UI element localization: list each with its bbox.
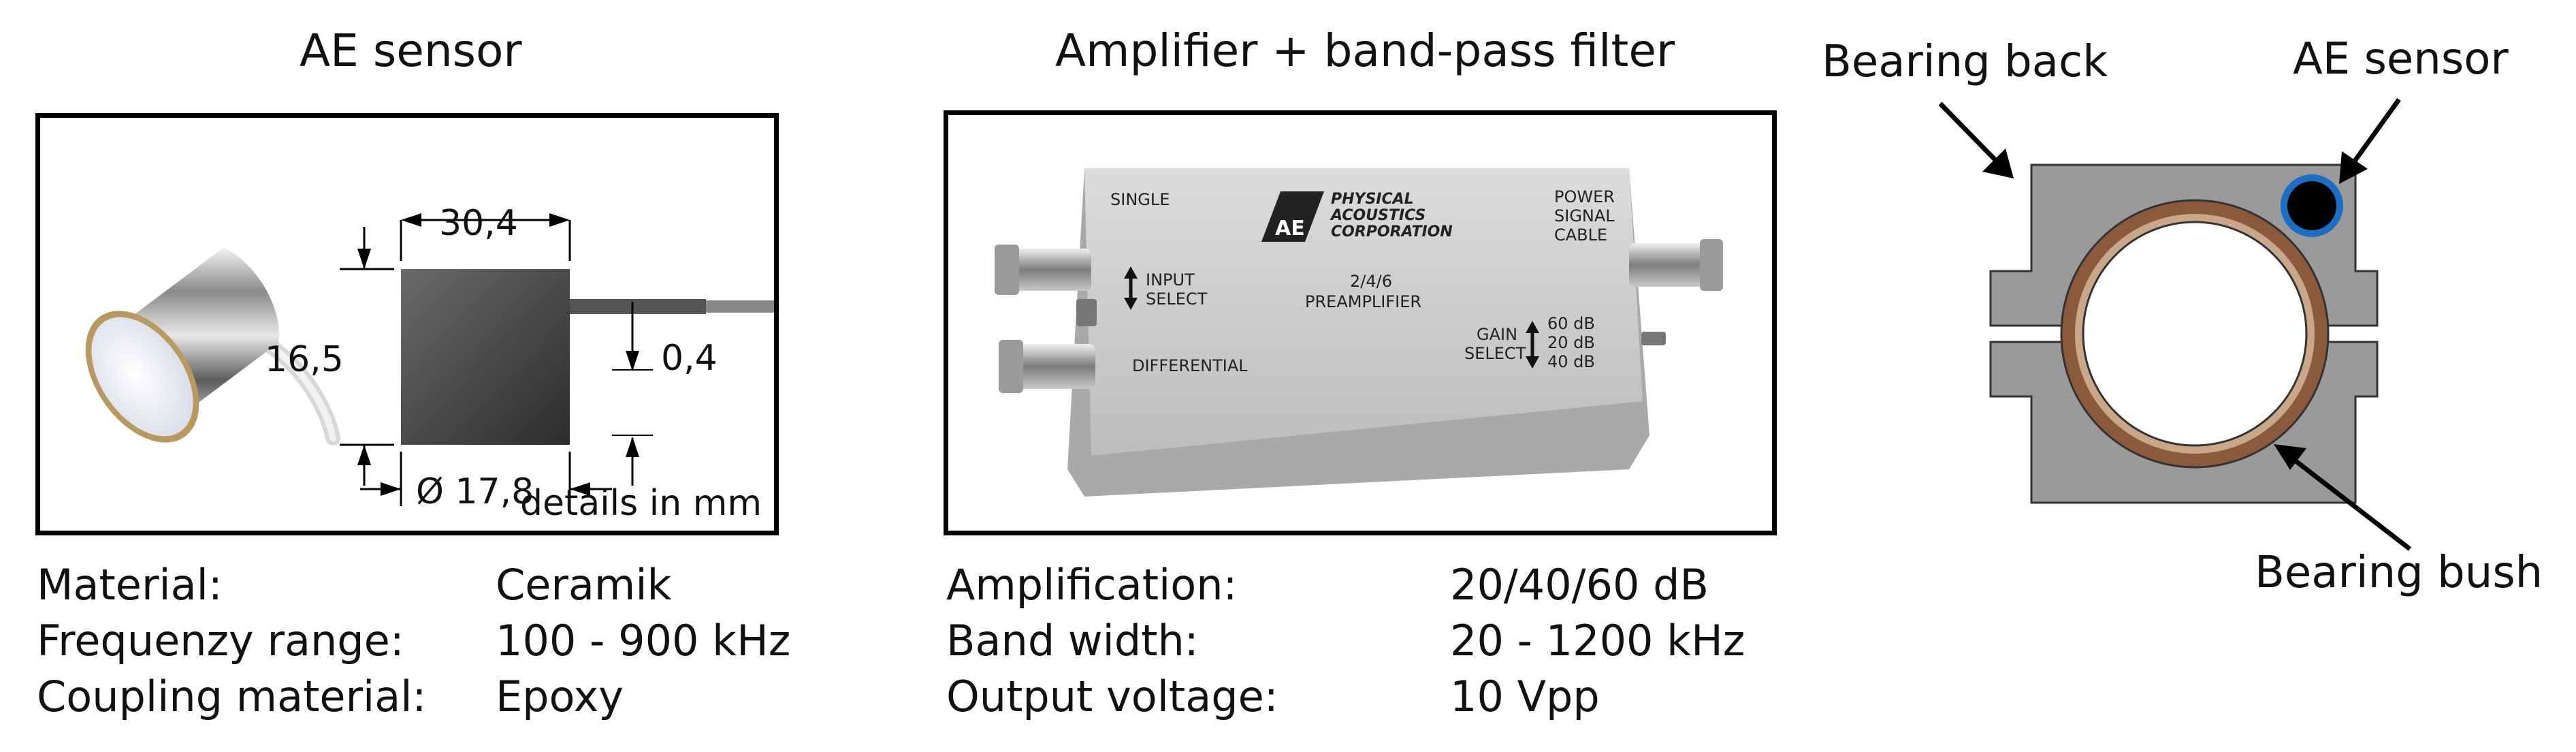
sensor-photo	[85, 247, 340, 445]
sensor-dim-cable: 0,4	[661, 338, 718, 379]
sensor-spec-row: Coupling material: Epoxy	[37, 669, 790, 725]
amplifier-box: AE	[995, 168, 1723, 497]
label-power: POWER	[1554, 187, 1615, 206]
amplifier-illustration: AE SINGLE PHYSICAL ACOUSTICS CORPORATION…	[995, 168, 1723, 497]
label-input: INPUT	[1146, 270, 1195, 289]
spec-value: 20 - 1200 kHz	[1450, 616, 1745, 665]
amplifier-specs: Amplification: 20/40/60 dB Band width: 2…	[946, 557, 1745, 725]
amplifier-spec-row: Amplification: 20/40/60 dB	[946, 557, 1745, 613]
bearing-back-label: Bearing back	[1822, 37, 2108, 87]
label-signal: SIGNAL	[1554, 206, 1615, 225]
sensor-units-note: details in mm	[519, 483, 762, 524]
sensor-dim-width: 30,4	[439, 203, 518, 244]
amplifier-frame: AE SINGLE PHYSICAL ACOUSTICS CORPORATION…	[944, 110, 1777, 535]
sensor-spec-row: Frequenzy range: 100 - 900 kHz	[37, 613, 790, 669]
spec-value: 20/40/60 dB	[1450, 560, 1709, 610]
sensor-illustration: 30,4 16,5 0,4 Ø 17,8	[85, 203, 774, 512]
label-gain-select: SELECT	[1464, 344, 1526, 363]
bearing-sensor-label: AE sensor	[2293, 34, 2509, 84]
label-brand: CORPORATION	[1331, 223, 1453, 240]
spec-key: Output voltage:	[946, 672, 1278, 721]
label-gain-60: 60 dB	[1547, 314, 1595, 333]
sensor-dim-height: 16,5	[265, 339, 344, 380]
amplifier-spec-row: Output voltage: 10 Vpp	[946, 669, 1745, 725]
label-brand: ACOUSTICS	[1330, 207, 1426, 224]
spec-key: Material:	[37, 560, 223, 610]
spec-value: 100 - 900 kHz	[496, 616, 791, 665]
sensor-frame: 30,4 16,5 0,4 Ø 17,8 details in mm	[35, 113, 779, 535]
svg-text:AE: AE	[1275, 217, 1305, 240]
label-cable: CABLE	[1554, 225, 1607, 245]
spec-value: Epoxy	[496, 672, 624, 721]
amplifier-title: Amplifier + band-pass filter	[1055, 25, 1675, 77]
bearing-bush-label: Bearing bush	[2255, 548, 2543, 598]
label-brand: PHYSICAL	[1331, 191, 1414, 208]
spec-value: 10 Vpp	[1450, 672, 1600, 721]
sensor-dimension-drawing: 30,4 16,5 0,4 Ø 17,8	[265, 203, 774, 512]
spec-value: Ceramik	[496, 560, 672, 610]
label-arrows	[1938, 97, 2412, 551]
label-model: 2/4/6	[1350, 272, 1392, 291]
sensor-title: AE sensor	[300, 25, 522, 77]
spec-key: Coupling material:	[37, 672, 427, 721]
label-preamp: PREAMPLIFIER	[1305, 292, 1421, 311]
ae-sensor-marker	[2281, 174, 2343, 237]
bearing-diagram: Bearing back AE sensor Bearing bush	[1822, 34, 2543, 598]
sensor-spec-row: Material: Ceramik	[37, 557, 790, 613]
amplifier-spec-row: Band width: 20 - 1200 kHz	[946, 613, 1745, 669]
label-differential: DIFFERENTIAL	[1132, 356, 1248, 375]
spec-key: Amplification:	[946, 560, 1238, 610]
label-gain-20: 20 dB	[1547, 333, 1595, 352]
label-input-select: SELECT	[1146, 289, 1208, 309]
label-single: SINGLE	[1110, 190, 1170, 209]
sensor-specs: Material: Ceramik Frequenzy range: 100 -…	[37, 557, 790, 725]
spec-key: Band width:	[946, 616, 1199, 665]
label-gain-40: 40 dB	[1547, 352, 1595, 371]
spec-key: Frequenzy range:	[37, 616, 404, 665]
label-gain: GAIN	[1477, 325, 1517, 344]
amplifier-labels: SINGLE PHYSICAL ACOUSTICS CORPORATION PO…	[1110, 187, 1615, 375]
bearing-bush	[2060, 199, 2330, 469]
sensor-dim-diameter: Ø 17,8	[416, 471, 534, 512]
